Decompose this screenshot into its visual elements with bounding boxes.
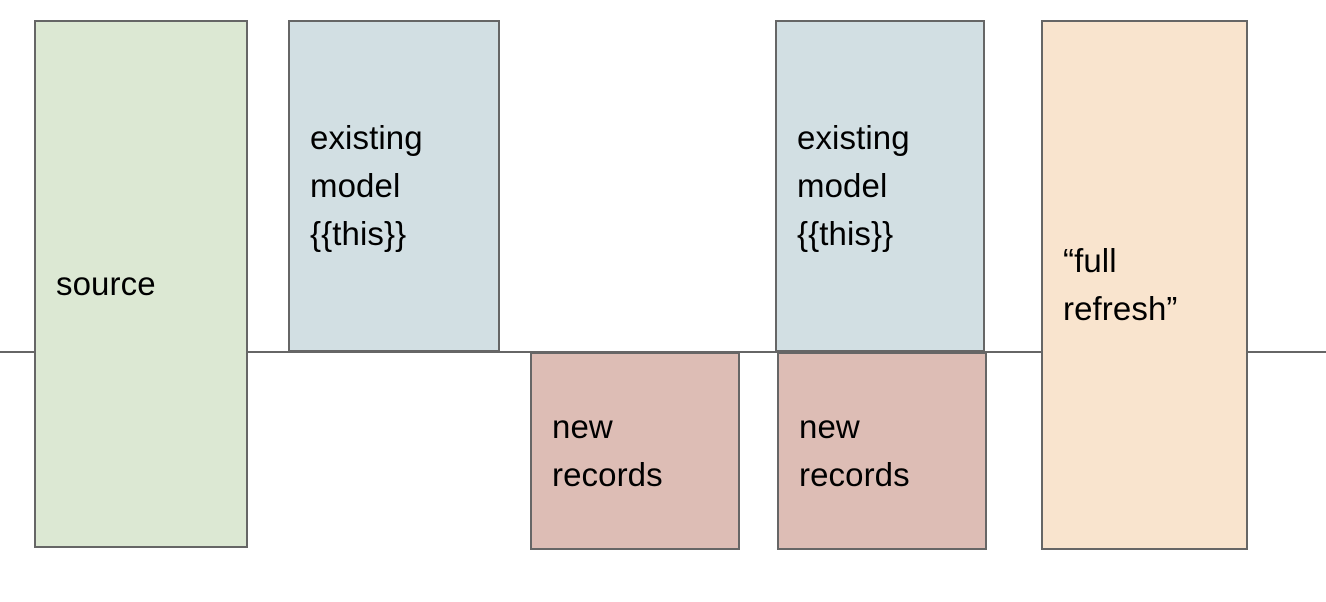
node-source[interactable]: source: [34, 20, 248, 548]
node-new-records-2[interactable]: new records: [777, 352, 987, 550]
node-existing-model-1[interactable]: existing model {{this}}: [288, 20, 500, 352]
node-label-new-records-1: new records: [552, 408, 663, 493]
node-label-existing-model-2: existing model {{this}}: [797, 119, 910, 252]
node-existing-model-2[interactable]: existing model {{this}}: [775, 20, 985, 352]
node-label-full-refresh: “full refresh”: [1063, 242, 1178, 327]
node-full-refresh[interactable]: “full refresh”: [1041, 20, 1248, 550]
node-new-records-1[interactable]: new records: [530, 352, 740, 550]
node-label-new-records-2: new records: [799, 408, 910, 493]
node-label-source: source: [56, 265, 156, 302]
node-label-existing-model-1: existing model {{this}}: [310, 119, 423, 252]
